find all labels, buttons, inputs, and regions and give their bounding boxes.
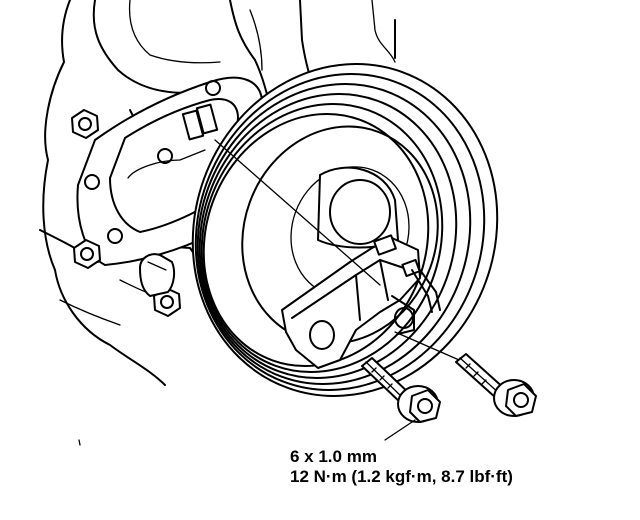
sensor [139, 253, 176, 297]
flange-bolt [361, 357, 441, 423]
auto-tensioner [281, 234, 441, 369]
pulley-hub [317, 166, 399, 249]
torque-label: 12 N·m (1.2 kgf·m, 8.7 lbf·ft) [290, 467, 513, 486]
bolt-spec-callout: 6 x 1.0 mm 12 N·m (1.2 kgf·m, 8.7 lbf·ft… [290, 447, 513, 487]
stray-mark [78, 439, 81, 446]
flange-bolt [455, 353, 537, 417]
alignment-line [214, 139, 381, 286]
hex-nut [71, 109, 99, 139]
bolt-size-label: 6 x 1.0 mm [290, 447, 377, 466]
callout-leader [384, 419, 416, 441]
hex-nut [73, 239, 101, 269]
